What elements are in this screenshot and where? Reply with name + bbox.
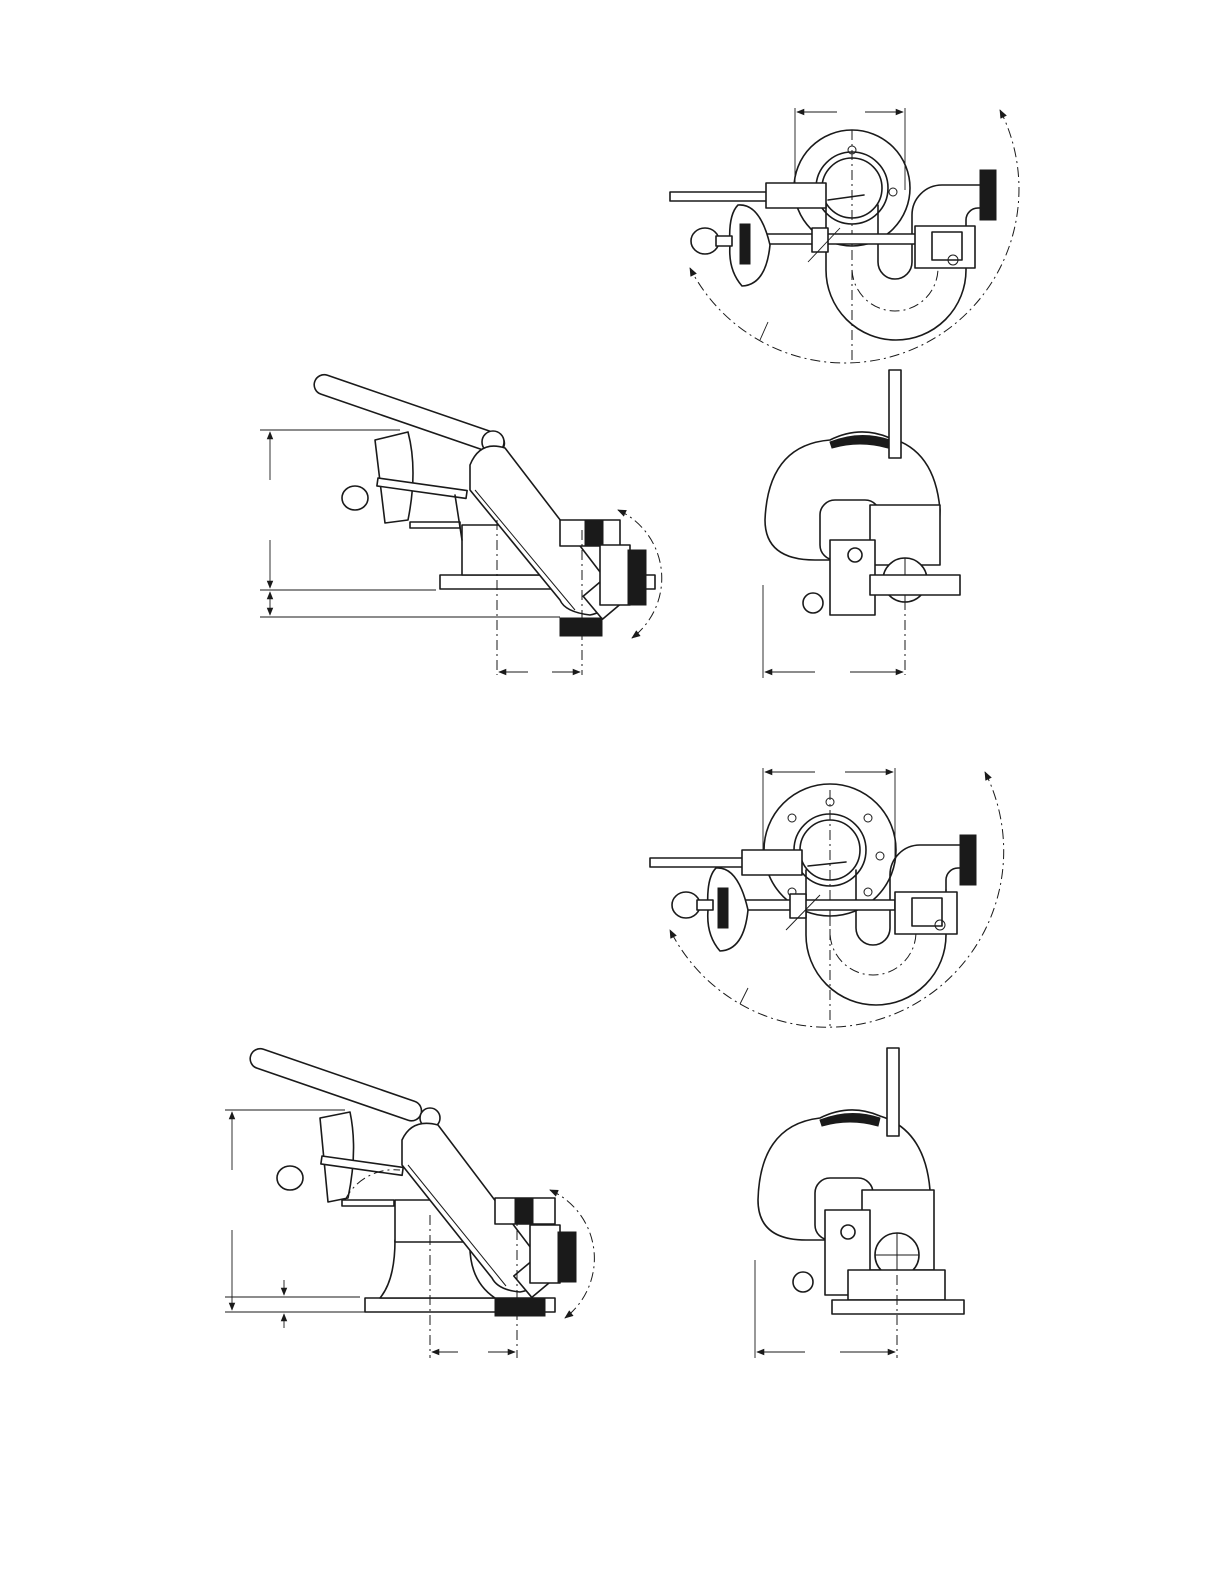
front-view-upper — [763, 370, 960, 678]
side-view-upper — [260, 372, 662, 675]
top-view-upper — [670, 108, 1019, 363]
front-view-lower — [755, 1048, 964, 1358]
side-view-lower — [225, 1046, 594, 1358]
top-view-lower — [650, 768, 1004, 1030]
